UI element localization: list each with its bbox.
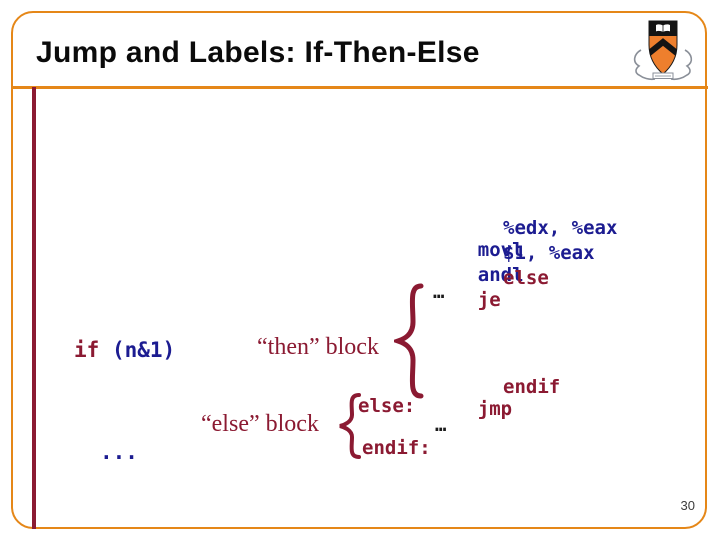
asm-jmp-operands: endif bbox=[503, 376, 561, 398]
else-block-label: “else” block bbox=[201, 411, 319, 437]
asm-andl-operands: $1, %eax bbox=[503, 242, 595, 264]
c-if-line: if (n&1) bbox=[74, 333, 175, 367]
princeton-shield-crest-icon bbox=[633, 20, 693, 81]
asm-je-mnemonic: je bbox=[477, 289, 501, 311]
left-accent-bar bbox=[32, 87, 36, 529]
crest-flourish-right bbox=[670, 49, 693, 81]
asm-je-operands: else bbox=[503, 267, 549, 289]
asm-else-label: else: bbox=[358, 395, 416, 417]
asm-line-je: je else bbox=[432, 267, 549, 355]
slide-title: Jump and Labels: If-Then-Else bbox=[36, 36, 480, 69]
c-then-ellipsis: ... bbox=[100, 440, 138, 464]
asm-line-andl: andl $1, %eax bbox=[432, 242, 595, 330]
asm-else-ellipsis: … bbox=[435, 414, 447, 436]
then-block-label: “then” block bbox=[257, 334, 379, 360]
page-number: 30 bbox=[680, 498, 695, 513]
asm-andl-mnemonic: andl bbox=[477, 264, 524, 286]
c-if-keyword: if bbox=[74, 338, 100, 362]
asm-endif-label: endif: bbox=[362, 437, 431, 459]
c-code-block: if (n&1) ... else ... bbox=[74, 265, 175, 540]
else-block-brace bbox=[339, 393, 361, 459]
slide-border-frame bbox=[11, 11, 707, 529]
asm-line-jmp: jmp endif bbox=[432, 376, 560, 464]
c-if-condition: (n&1) bbox=[99, 338, 176, 362]
then-block-brace bbox=[394, 283, 424, 399]
asm-movl-mnemonic: movl bbox=[477, 239, 524, 261]
asm-line-movl: movl %edx, %eax bbox=[432, 217, 618, 305]
crest-chevron bbox=[649, 38, 677, 57]
asm-movl-operands: %edx, %eax bbox=[503, 217, 618, 239]
crest-flourish-left bbox=[633, 49, 656, 81]
asm-jmp-mnemonic: jmp bbox=[477, 398, 513, 420]
title-divider-line bbox=[11, 86, 708, 89]
asm-then-ellipsis: … bbox=[433, 281, 445, 303]
